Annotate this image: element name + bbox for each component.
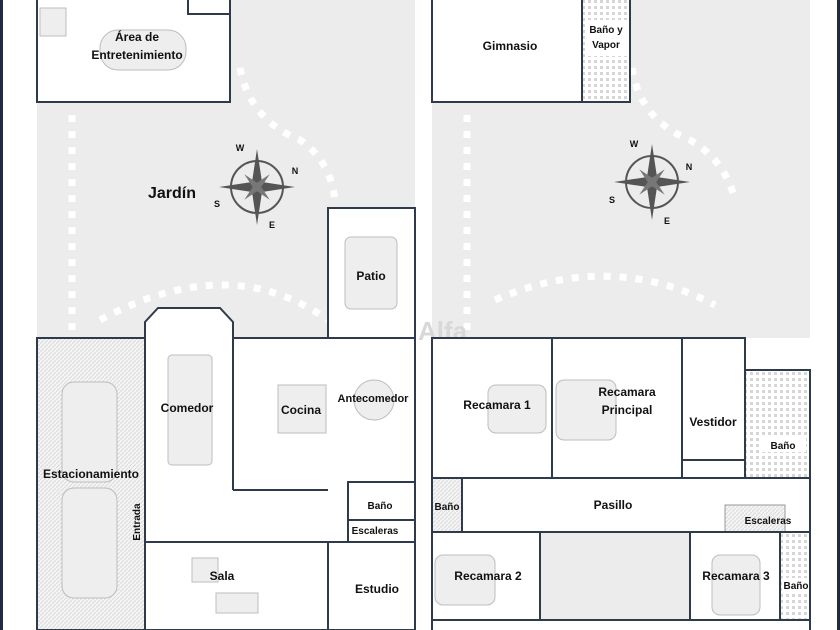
label-bedroom1: Recamara 1 xyxy=(463,398,531,412)
car xyxy=(61,487,118,599)
room-bath-master xyxy=(744,369,811,479)
label-bath-small: Baño xyxy=(435,502,460,513)
bed xyxy=(711,554,761,616)
label-steam-bath-2: Vapor xyxy=(592,40,620,51)
bed xyxy=(434,554,496,606)
compass-n-upper: N xyxy=(686,162,693,172)
label-master-2: Principal xyxy=(602,403,653,417)
room-bath3 xyxy=(779,531,811,621)
breakfast-table xyxy=(353,379,395,421)
label-dining: Comedor xyxy=(161,401,214,415)
label-parking: Estacionamiento xyxy=(43,467,139,481)
label-entertainment: Área de xyxy=(115,29,159,44)
label-hallway: Pasillo xyxy=(594,498,633,512)
label-kitchen: Cocina xyxy=(281,403,321,417)
frame-left xyxy=(0,0,3,630)
label-closet: Vestidor xyxy=(689,415,737,429)
closet-box xyxy=(187,0,231,15)
sofa xyxy=(215,592,259,614)
label-bath-master: Baño xyxy=(771,441,796,452)
label-living: Sala xyxy=(210,569,235,583)
label-bedroom3: Recamara 3 xyxy=(702,569,770,583)
label-bath3: Baño xyxy=(784,581,809,592)
dining-table xyxy=(167,354,213,466)
label-study: Estudio xyxy=(355,582,399,596)
label-bath-ground: Baño xyxy=(368,501,393,512)
label-patio: Patio xyxy=(356,269,385,283)
hot-tub xyxy=(99,29,187,71)
compass-s-upper: S xyxy=(609,195,615,205)
void-area xyxy=(539,531,691,621)
label-gym: Gimnasio xyxy=(483,39,538,53)
room-gym xyxy=(431,0,583,103)
kitchen-island xyxy=(277,384,327,434)
label-garden: Jardín xyxy=(148,185,196,202)
upper-floor: Gimnasio Baño y Vapor W N S E Alfa Recam… xyxy=(418,0,811,630)
ground-floor: Área de Entretenimiento Jardín W N S E P… xyxy=(36,0,416,630)
sofa-chair xyxy=(191,557,219,583)
bed xyxy=(555,379,617,441)
label-entrance: Entrada xyxy=(132,503,143,541)
compass-w: W xyxy=(236,143,245,153)
room-closet xyxy=(681,337,746,461)
frame-right xyxy=(837,0,840,630)
compass-e: E xyxy=(269,220,275,230)
label-stairs-upper: Escaleras xyxy=(745,516,792,527)
label-bedroom2: Recamara 2 xyxy=(454,569,522,583)
label-master: Recamara xyxy=(598,385,656,399)
compass-n: N xyxy=(292,166,299,176)
chair xyxy=(39,7,67,37)
compass-w-upper: W xyxy=(630,139,639,149)
bottom-strip xyxy=(431,619,811,630)
label-entertainment-2: Entretenimiento xyxy=(91,48,182,62)
label-breakfast: Antecomedor xyxy=(338,393,410,405)
bed xyxy=(487,384,547,434)
room-study xyxy=(327,541,416,630)
compass-s: S xyxy=(214,199,220,209)
patio-table xyxy=(344,236,398,310)
label-stairs-ground: Escaleras xyxy=(352,526,399,537)
car xyxy=(61,381,118,483)
compass-e-upper: E xyxy=(664,216,670,226)
label-steam-bath: Baño y xyxy=(589,25,623,36)
room-bath-ground xyxy=(347,481,416,521)
